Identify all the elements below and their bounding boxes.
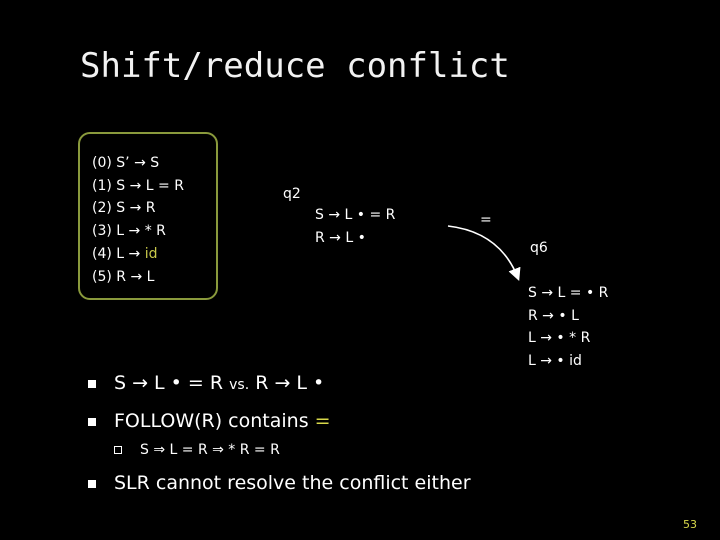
bullet-text: FOLLOW(R) contains: [114, 410, 315, 432]
bullet-square-icon: [88, 380, 96, 388]
transition-label: =: [480, 212, 492, 228]
lr-item: S → L = • R: [528, 285, 609, 301]
grammar-rule: (3) L → * R: [92, 223, 166, 240]
equals-highlight: =: [314, 410, 331, 432]
bullet-text: S → L • = R: [114, 372, 230, 394]
id-keyword: id: [144, 245, 158, 262]
state-q2-items: S → L • = R R → L •: [315, 204, 395, 249]
grammar-list: (0) S’ → S (1) S → L = R (2) S → R (3) L…: [92, 152, 184, 288]
grammar-rule: (0) S’ → S: [92, 155, 160, 171]
lr-item: L → • * R: [528, 330, 591, 346]
lr-item: S → L • = R: [315, 207, 396, 223]
grammar-rule: (1) S → L = R: [92, 177, 184, 194]
derivation-text: S ⇒ L = R ⇒ * R = R: [140, 442, 280, 458]
grammar-rule: (5) R → L: [92, 268, 155, 285]
state-q6-items: S → L = • R R → • L L → • * R L → • id: [528, 282, 608, 372]
vs-text: vs.: [229, 377, 250, 393]
grammar-box: [78, 132, 218, 300]
grammar-rule: (2) S → R: [92, 200, 156, 217]
state-q6-label: q6: [530, 240, 548, 256]
bullet-text: SLR cannot resolve the conflict either: [114, 472, 471, 494]
lr-item: R → L •: [315, 229, 366, 246]
bullet-text: R → L •: [249, 372, 325, 394]
lr-item: L → • id: [528, 352, 582, 369]
slide-title: Shift/reduce conflict: [80, 46, 510, 86]
bullet-hollow-square-icon: [114, 446, 122, 454]
lr-item: R → • L: [528, 307, 579, 324]
grammar-rule: (4) L → id: [92, 243, 184, 266]
bullet-square-icon: [88, 418, 96, 426]
bullet-square-icon: [88, 480, 96, 488]
state-q2-label: q2: [283, 186, 301, 202]
grammar-rule-text: (4) L → id: [92, 245, 158, 262]
page-number: 53: [683, 518, 697, 531]
